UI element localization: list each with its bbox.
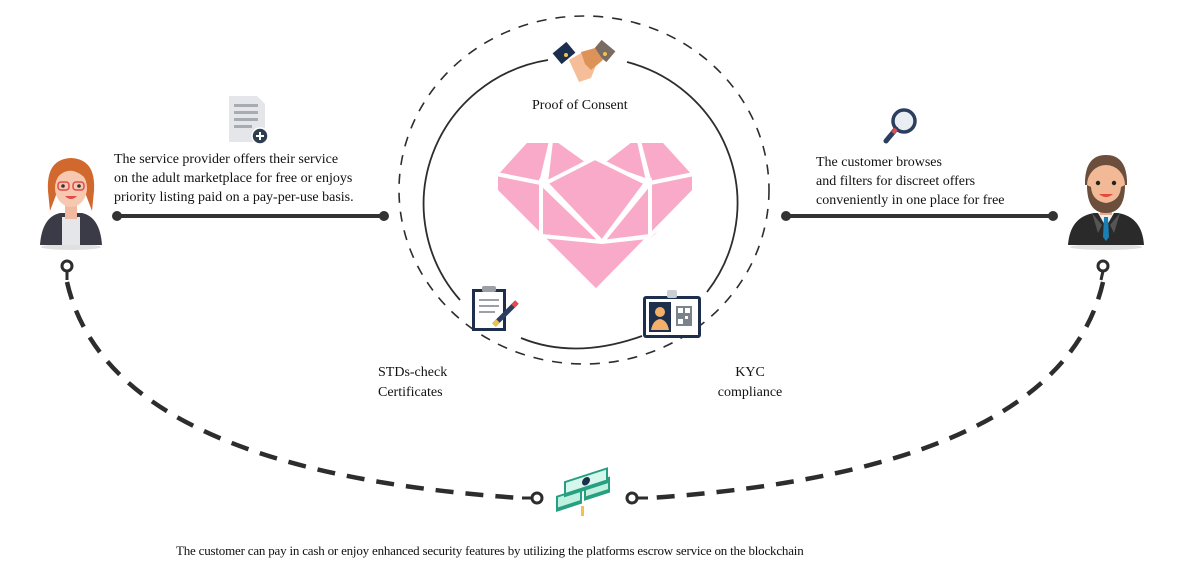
inner-ring-bottom xyxy=(520,335,643,350)
handshake-icon xyxy=(552,39,616,82)
provider-description-line: priority listing paid on a pay-per-use b… xyxy=(114,190,354,205)
magnifier-icon xyxy=(883,108,917,144)
pin-marker-icon xyxy=(1096,259,1110,281)
id-badge-icon xyxy=(643,290,701,338)
pin-marker-icon xyxy=(625,491,648,505)
label-line: Proof of Consent xyxy=(532,98,628,113)
customer-description-line: conveniently in one place for free xyxy=(816,193,1005,208)
provider-description-line: The service provider offers their servic… xyxy=(114,152,339,167)
label-line: KYC xyxy=(735,365,765,380)
payment-description: The customer can pay in cash or enjoy en… xyxy=(176,543,804,558)
provider-description-line: on the adult marketplace for free or enj… xyxy=(114,171,353,186)
money-stack-icon xyxy=(556,467,610,516)
provider-connector xyxy=(112,211,389,221)
customer-description-line: The customer browses xyxy=(816,155,942,170)
male-avatar-icon xyxy=(1068,155,1144,250)
label-line: compliance xyxy=(717,385,783,400)
customer-description-line: and filters for discreet offers xyxy=(816,174,976,189)
customer-description: The customer browses and filters for dis… xyxy=(816,153,1005,210)
outer-dashed-ring xyxy=(398,15,770,365)
provider-description: The service provider offers their servic… xyxy=(114,150,354,207)
geometric-heart-icon xyxy=(492,139,698,294)
inner-ring-top-right xyxy=(626,61,739,293)
payment-arc-left xyxy=(64,281,521,501)
clipboard-pen-icon xyxy=(472,286,519,331)
document-add-icon xyxy=(229,96,269,145)
customer-connector xyxy=(781,211,1058,221)
female-avatar-icon xyxy=(40,158,102,250)
proof-of-consent-label: Proof of Consent xyxy=(532,96,628,115)
label-line: Certificates xyxy=(378,385,443,400)
pin-marker-icon xyxy=(522,491,544,505)
payment-arc-right xyxy=(649,281,1106,501)
pin-marker-icon xyxy=(60,259,74,280)
kyc-compliance-label: KYC compliance xyxy=(713,363,787,403)
inner-ring-top-left xyxy=(422,59,549,301)
label-line: STDs-check xyxy=(378,365,448,380)
std-check-label: STDs-check Certificates xyxy=(378,363,447,403)
